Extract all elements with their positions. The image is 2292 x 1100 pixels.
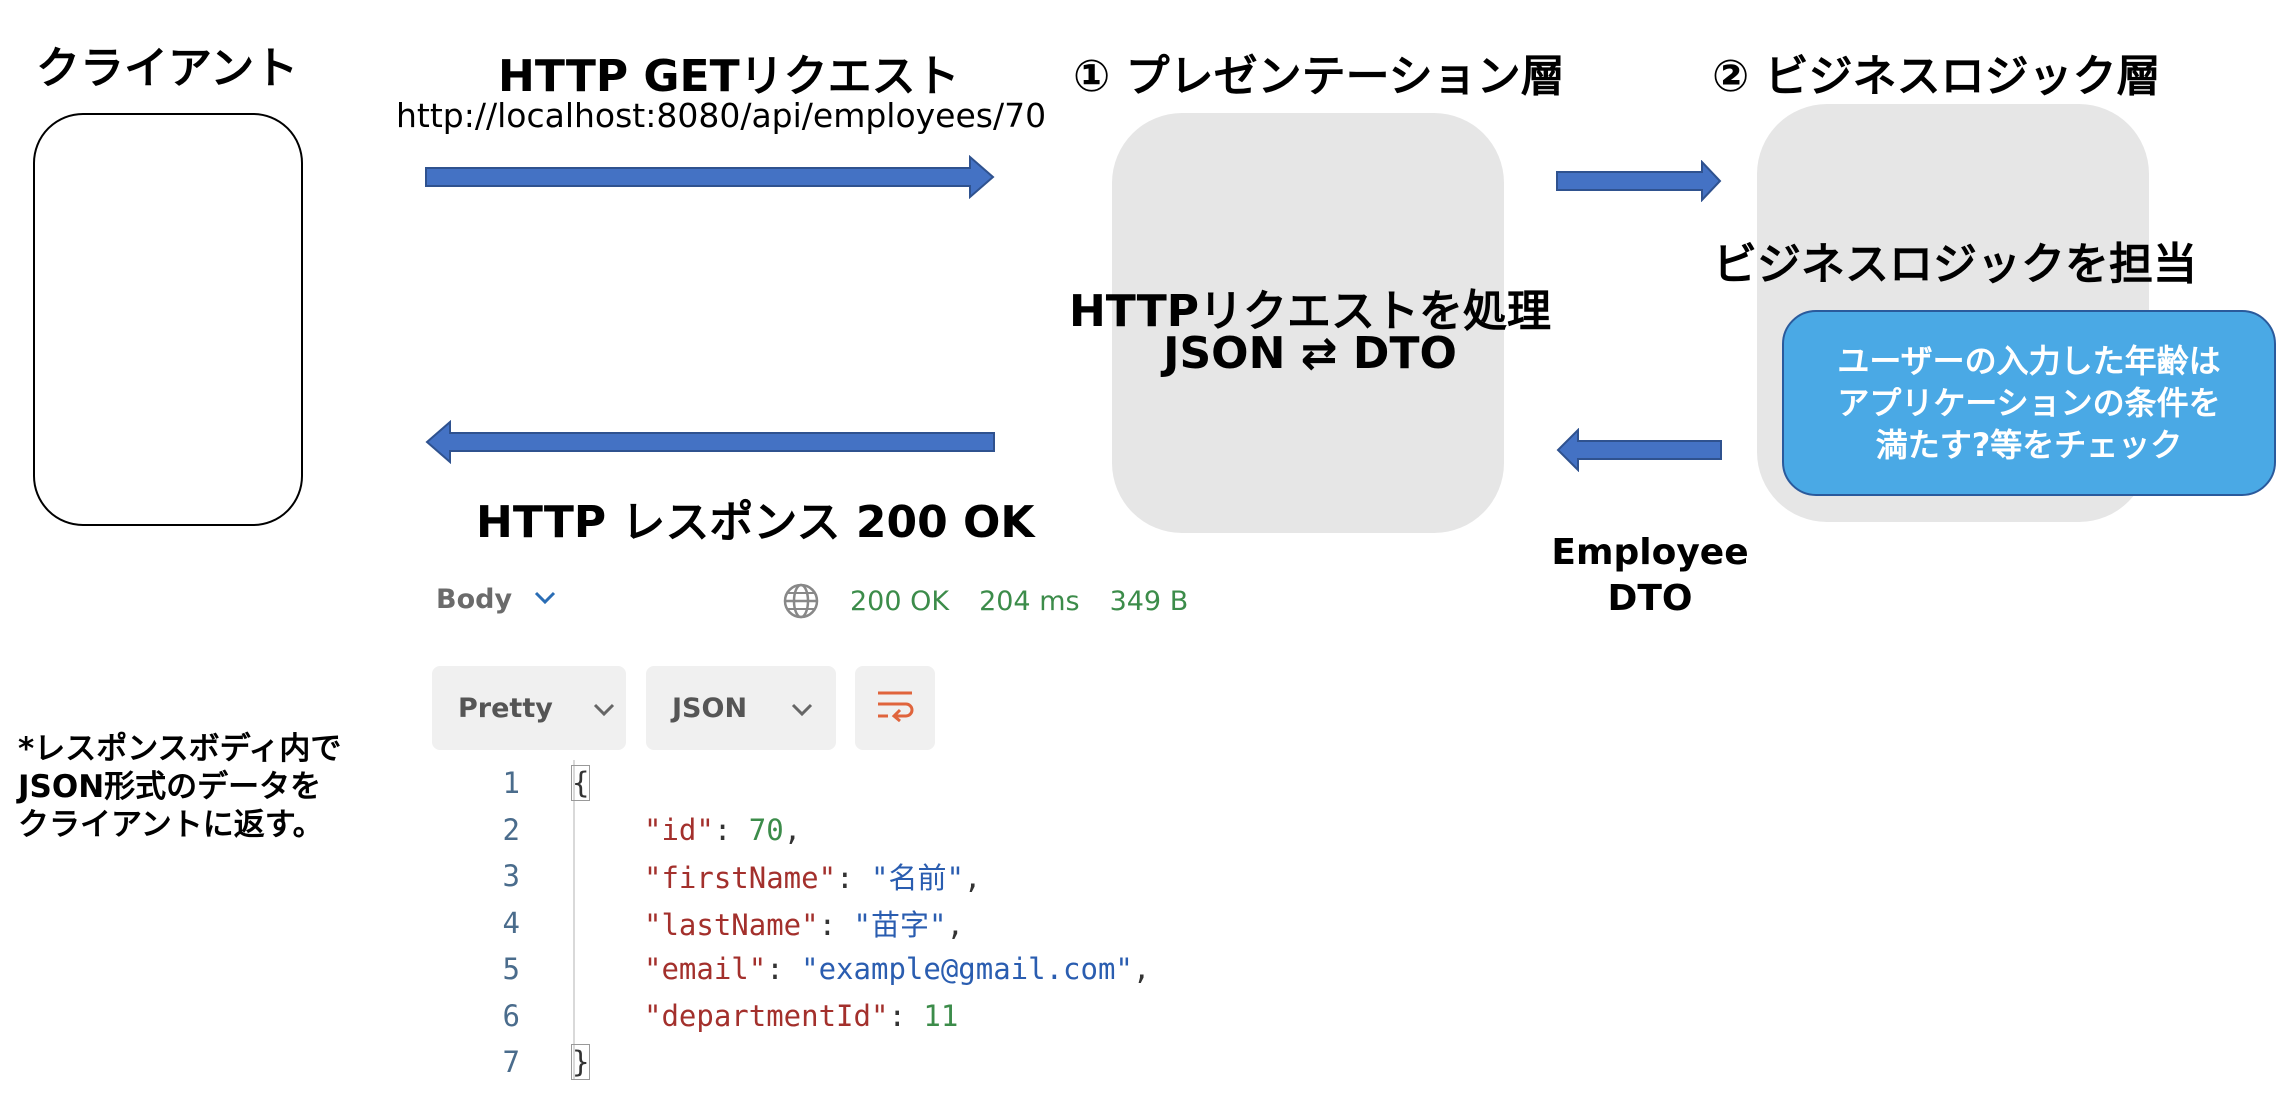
- side-note-line3: クライアントに返す。: [18, 807, 324, 843]
- json-key: "id": [644, 812, 714, 847]
- business-subtitle: ビジネスロジックを担当: [1713, 239, 2197, 290]
- line-content: "firstName": "名前",: [644, 861, 982, 896]
- type-select[interactable]: JSON: [646, 666, 836, 750]
- json-value: "名前": [870, 861, 964, 896]
- status-code: 200 OK: [850, 586, 950, 617]
- line-content: "lastName": "苗字",: [644, 907, 964, 942]
- response-arrow: [425, 420, 995, 464]
- json-value: 70: [748, 812, 784, 847]
- code-line: 5 "email": "example@gmail.com",: [480, 946, 1151, 993]
- chevron-down-icon: [791, 693, 813, 724]
- code-gutter-line: [573, 760, 575, 1080]
- json-key: "departmentId": [644, 998, 889, 1033]
- line-content: "id": 70,: [644, 812, 802, 847]
- note-line1: ユーザーの入力した年齢は: [1837, 342, 2221, 380]
- body-selector[interactable]: Body: [436, 584, 556, 615]
- presentation-line1: HTTPリクエストを処理: [1068, 286, 1552, 337]
- chevron-down-icon: [593, 693, 615, 724]
- line-number: 4: [502, 905, 520, 940]
- side-note: *レスポンスボディ内で JSON形式のデータを クライアントに返す。: [18, 730, 341, 844]
- line-content: "departmentId": 11: [644, 998, 959, 1033]
- format-select[interactable]: Pretty: [432, 666, 626, 750]
- code-line: 6 "departmentId": 11: [480, 993, 959, 1040]
- presentation-line2: JSON ⇄ DTO: [1163, 328, 1457, 379]
- response-meta: 200 OK 204 ms 349 B: [850, 586, 1188, 617]
- code-line: 4 "lastName": "苗字",: [480, 900, 964, 947]
- brace: {: [570, 765, 591, 802]
- line-number: 7: [502, 1045, 520, 1080]
- response-title: HTTP レスポンス 200 OK: [476, 497, 1035, 548]
- type-select-label: JSON: [672, 692, 748, 724]
- business-title: ② ビジネスロジック層: [1712, 51, 2161, 102]
- presentation-title: ① プレゼンテーション層: [1073, 51, 1565, 102]
- dto-line1: Employee: [1551, 532, 1749, 573]
- request-url: http://localhost:8080/api/employees/70: [396, 96, 1047, 135]
- code-line: 2 "id": 70,: [480, 807, 802, 854]
- line-number: 2: [502, 812, 520, 847]
- format-select-label: Pretty: [458, 692, 553, 724]
- chevron-down-icon: [534, 590, 556, 609]
- json-value: "example@gmail.com": [801, 952, 1133, 987]
- code-line: 7}: [480, 1039, 591, 1086]
- client-label: クライアント: [36, 43, 299, 94]
- body-label: Body: [436, 584, 513, 615]
- wrap-icon: [875, 688, 915, 729]
- request-arrow: [425, 155, 995, 199]
- wrap-button[interactable]: [855, 666, 935, 750]
- from-business-arrow: [1556, 428, 1722, 472]
- json-key: "email": [644, 952, 767, 987]
- side-note-line2: JSON形式のデータを: [18, 769, 322, 805]
- response-size: 349 B: [1109, 586, 1189, 617]
- line-number: 1: [502, 766, 520, 801]
- line-content: "email": "example@gmail.com",: [644, 952, 1151, 987]
- dto-label: Employee DTO: [1540, 530, 1760, 622]
- dto-line2: DTO: [1607, 578, 1693, 619]
- response-time: 204 ms: [979, 586, 1080, 617]
- brace: }: [570, 1044, 591, 1081]
- request-title: HTTP GETリクエスト: [498, 51, 960, 102]
- code-line: 3 "firstName": "名前",: [480, 853, 982, 900]
- line-content: }: [570, 1044, 591, 1081]
- globe-icon[interactable]: [782, 582, 820, 624]
- json-key: "firstName": [644, 861, 837, 896]
- note-line2: アプリケーションの条件を: [1837, 384, 2221, 422]
- side-note-line1: *レスポンスボディ内で: [18, 731, 342, 767]
- json-key: "lastName": [644, 907, 819, 942]
- presentation-box: [1112, 113, 1504, 533]
- line-content: {: [570, 765, 591, 802]
- json-value: "苗字": [853, 907, 947, 942]
- line-number: 3: [502, 859, 520, 894]
- to-business-arrow: [1556, 160, 1722, 202]
- line-number: 6: [502, 998, 520, 1033]
- line-number: 5: [502, 952, 520, 987]
- client-box: [33, 113, 303, 526]
- business-note: ユーザーの入力した年齢は アプリケーションの条件を 満たす?等をチェック: [1782, 310, 2276, 496]
- note-line3: 満たす?等をチェック: [1875, 426, 2183, 464]
- code-line: 1{: [480, 760, 591, 807]
- json-value: 11: [923, 998, 959, 1033]
